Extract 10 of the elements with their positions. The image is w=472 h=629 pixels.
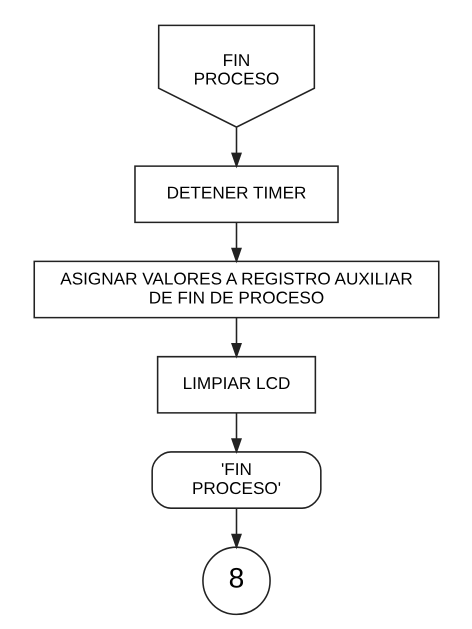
arrow (230, 128, 242, 168)
arrow (230, 318, 242, 359)
node-box: 'FIN PROCESO' (150, 451, 322, 509)
arrow (230, 413, 242, 454)
arrow (230, 508, 242, 550)
arrow (230, 222, 242, 264)
node-circle: 8 (202, 546, 270, 616)
node-box: DETENER TIMER (134, 165, 338, 224)
node-box: LIMPIAR LCD (156, 356, 316, 414)
node-box: ASIGNAR VALORES A REGISTRO AUXILIAR DE FIN DE PROCESO (32, 260, 440, 318)
